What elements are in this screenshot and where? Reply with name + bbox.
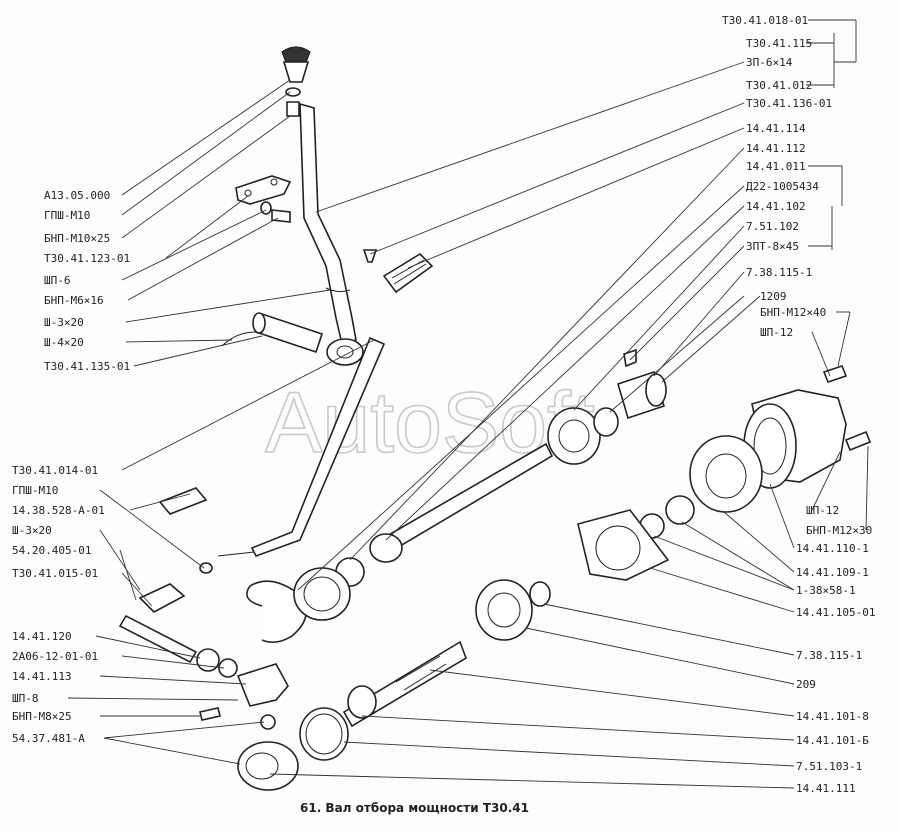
label-right-25: 14.41.101-8 [796,710,869,723]
label-right-7: 14.41.112 [746,142,806,155]
label-right-26: 14.41.101-Б [796,734,869,747]
parts-drawing [118,46,872,791]
label-left-18: 14.41.113 [12,670,72,683]
label-right-6: 14.41.114 [746,122,806,135]
knob-part [281,46,311,83]
label-right-16: ШП-12 [760,326,793,339]
label-left-4: Т30.41.123-01 [44,252,130,265]
label-right-9: Д22-1005434 [746,180,819,193]
labels-right: Т30.41.018-01 Т30.41.115 ЗП-6×14 Т30.41.… [722,14,875,795]
label-right-1: Т30.41.018-01 [722,14,808,27]
label-right-14: 1209 [760,290,787,303]
label-right-2: Т30.41.115 [746,37,812,50]
label-left-3: БНП-М10×25 [44,232,110,245]
label-left-20: БНП-М8×25 [12,710,72,723]
leader-lines [67,19,869,789]
label-right-23: 7.38.115-1 [796,649,862,662]
label-left-12: 14.38.528-А-01 [12,504,105,517]
label-left-1: А13.05.000 [44,189,110,202]
label-left-15: Т30.41.015-01 [12,567,98,580]
label-left-2: ГПШ-М10 [44,209,90,222]
label-left-9: Т30.41.135-01 [44,360,130,373]
labels-left: А13.05.000 ГПШ-М10 БНП-М10×25 Т30.41.123… [12,189,130,745]
label-right-3: ЗП-6×14 [746,56,793,69]
label-right-15: БНП-М12×40 [760,306,826,319]
label-right-4: Т30.41.012 [746,79,812,92]
figure-caption: 61. Вал отбора мощности Т30.41 [300,801,529,815]
label-left-6: БНП-М6×16 [44,294,104,307]
label-left-17: 2А06-12-01-01 [12,650,98,663]
label-left-8: Ш-4×20 [44,336,84,349]
label-right-18: БНП-М12×30 [806,524,872,537]
label-left-5: ШП-6 [44,274,71,287]
label-left-19: ШП-8 [12,692,39,705]
label-right-28: 14.41.111 [796,782,856,795]
label-right-20: 14.41.109-1 [796,566,869,579]
label-left-11: ГПШ-М10 [12,484,58,497]
label-left-10: Т30.41.014-01 [12,464,98,477]
label-right-13: 7.38.115-1 [746,266,812,279]
label-right-27: 7.51.103-1 [796,760,862,773]
label-right-17: ШП-12 [806,504,839,517]
label-left-13: Ш-3×20 [12,524,52,537]
label-left-16: 14.41.120 [12,630,72,643]
label-left-21: 54.37.481-А [12,732,85,745]
label-left-14: 54.20.405-01 [12,544,91,557]
label-right-22: 14.41.105-01 [796,606,875,619]
label-right-8: 14.41.011 [746,160,806,173]
label-right-12: ЗПТ-8×45 [746,240,799,253]
label-left-7: Ш-3×20 [44,316,84,329]
label-right-19: 14.41.110-1 [796,542,869,555]
label-right-5: Т30.41.136-01 [746,97,832,110]
label-right-24: 209 [796,678,816,691]
label-right-21: 1-38×58-1 [796,584,856,597]
label-right-11: 7.51.102 [746,220,799,233]
label-right-10: 14.41.102 [746,200,806,213]
